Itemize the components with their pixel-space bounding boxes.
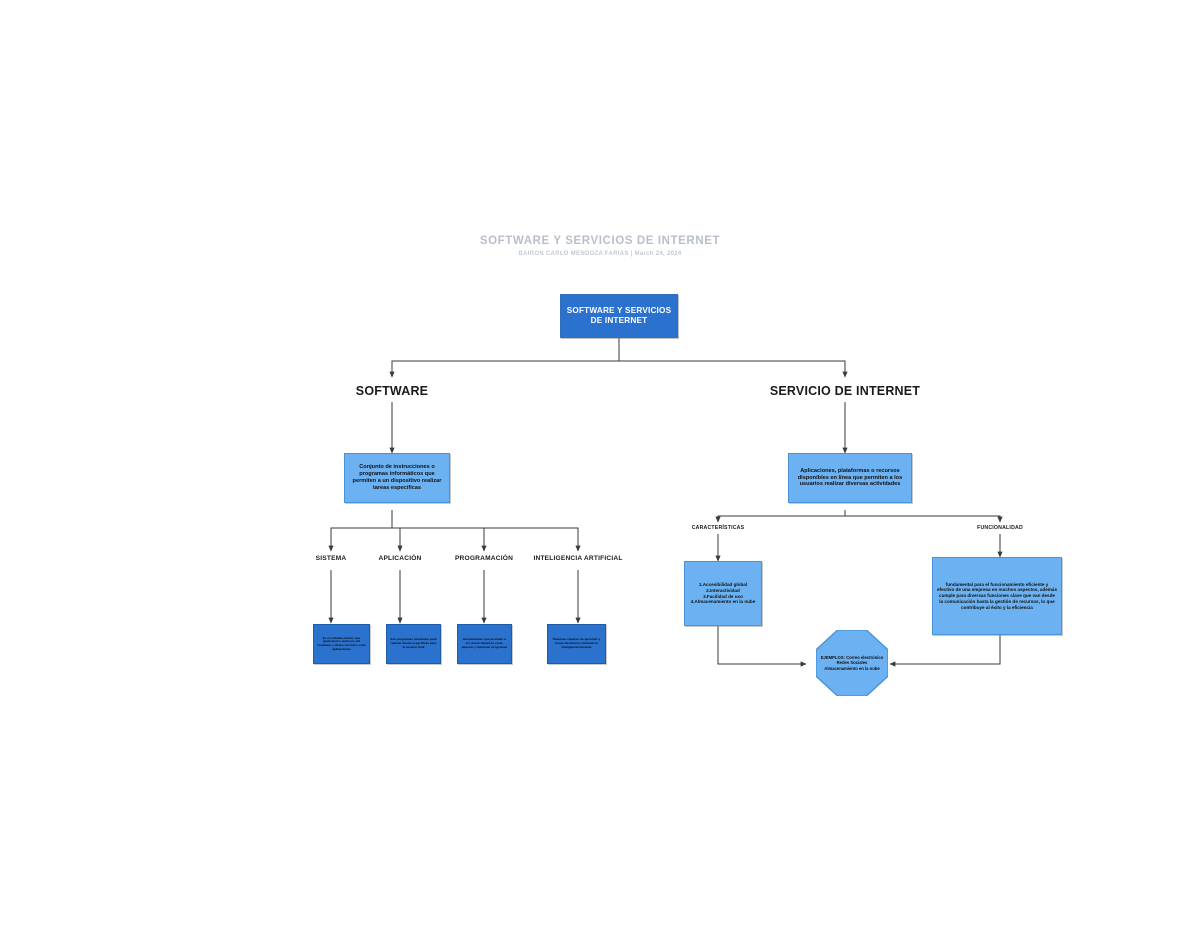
node-root[interactable]: SOFTWARE Y SERVICIOS DE INTERNET <box>560 294 678 338</box>
node-servicio-definition[interactable]: Aplicaciones, plataformas o recursos dis… <box>788 453 912 503</box>
section-label-caracteristicas[interactable]: CARACTERÍSTICAS <box>691 525 745 531</box>
page-title: SOFTWARE Y SERVICIOS DE INTERNET <box>479 235 721 247</box>
node-ejemplos[interactable]: EJEMPLOS: Correo electrónico Redes Socia… <box>816 630 888 696</box>
category-label-programacion[interactable]: PROGRAMACIÓN <box>454 555 514 562</box>
node-detail-programacion[interactable]: Herramientas que permiten a los desarrol… <box>457 624 512 664</box>
node-software-definition[interactable]: Conjunto de instrucciones o programas in… <box>344 453 450 503</box>
node-ejemplos-label: EJEMPLOS: Correo electrónico Redes Socia… <box>816 630 888 696</box>
octagon-outline <box>816 630 888 696</box>
node-funcionalidad-text[interactable]: fundamental para el funcionamiento efici… <box>932 557 1062 635</box>
category-label-inteligencia-artificial[interactable]: INTELIGENCIA ARTIFICIAL <box>533 555 623 562</box>
category-label-aplicacion[interactable]: APLICACIÓN <box>378 555 422 562</box>
branch-label-servicio-internet[interactable]: SERVICIO DE INTERNET <box>769 384 921 398</box>
category-label-sistema[interactable]: SISTEMA <box>315 555 347 562</box>
node-caracteristicas-list[interactable]: 1.Accesibilidad global 2.Interactividad … <box>684 561 762 626</box>
node-detail-inteligencia-artificial[interactable]: Sistemas capaces de aprender y tomar dec… <box>547 624 606 664</box>
node-detail-aplicacion[interactable]: Son programas diseñados para realizar ta… <box>386 624 441 664</box>
branch-label-software[interactable]: SOFTWARE <box>355 384 429 398</box>
page-subtitle: BAIRON CARLO MENDOZA FARIAS | March 24, … <box>518 251 682 257</box>
node-detail-sistema[interactable]: Es el software básico que gestiona los r… <box>313 624 370 664</box>
section-label-funcionalidad[interactable]: FUNCIONALIDAD <box>977 525 1023 531</box>
